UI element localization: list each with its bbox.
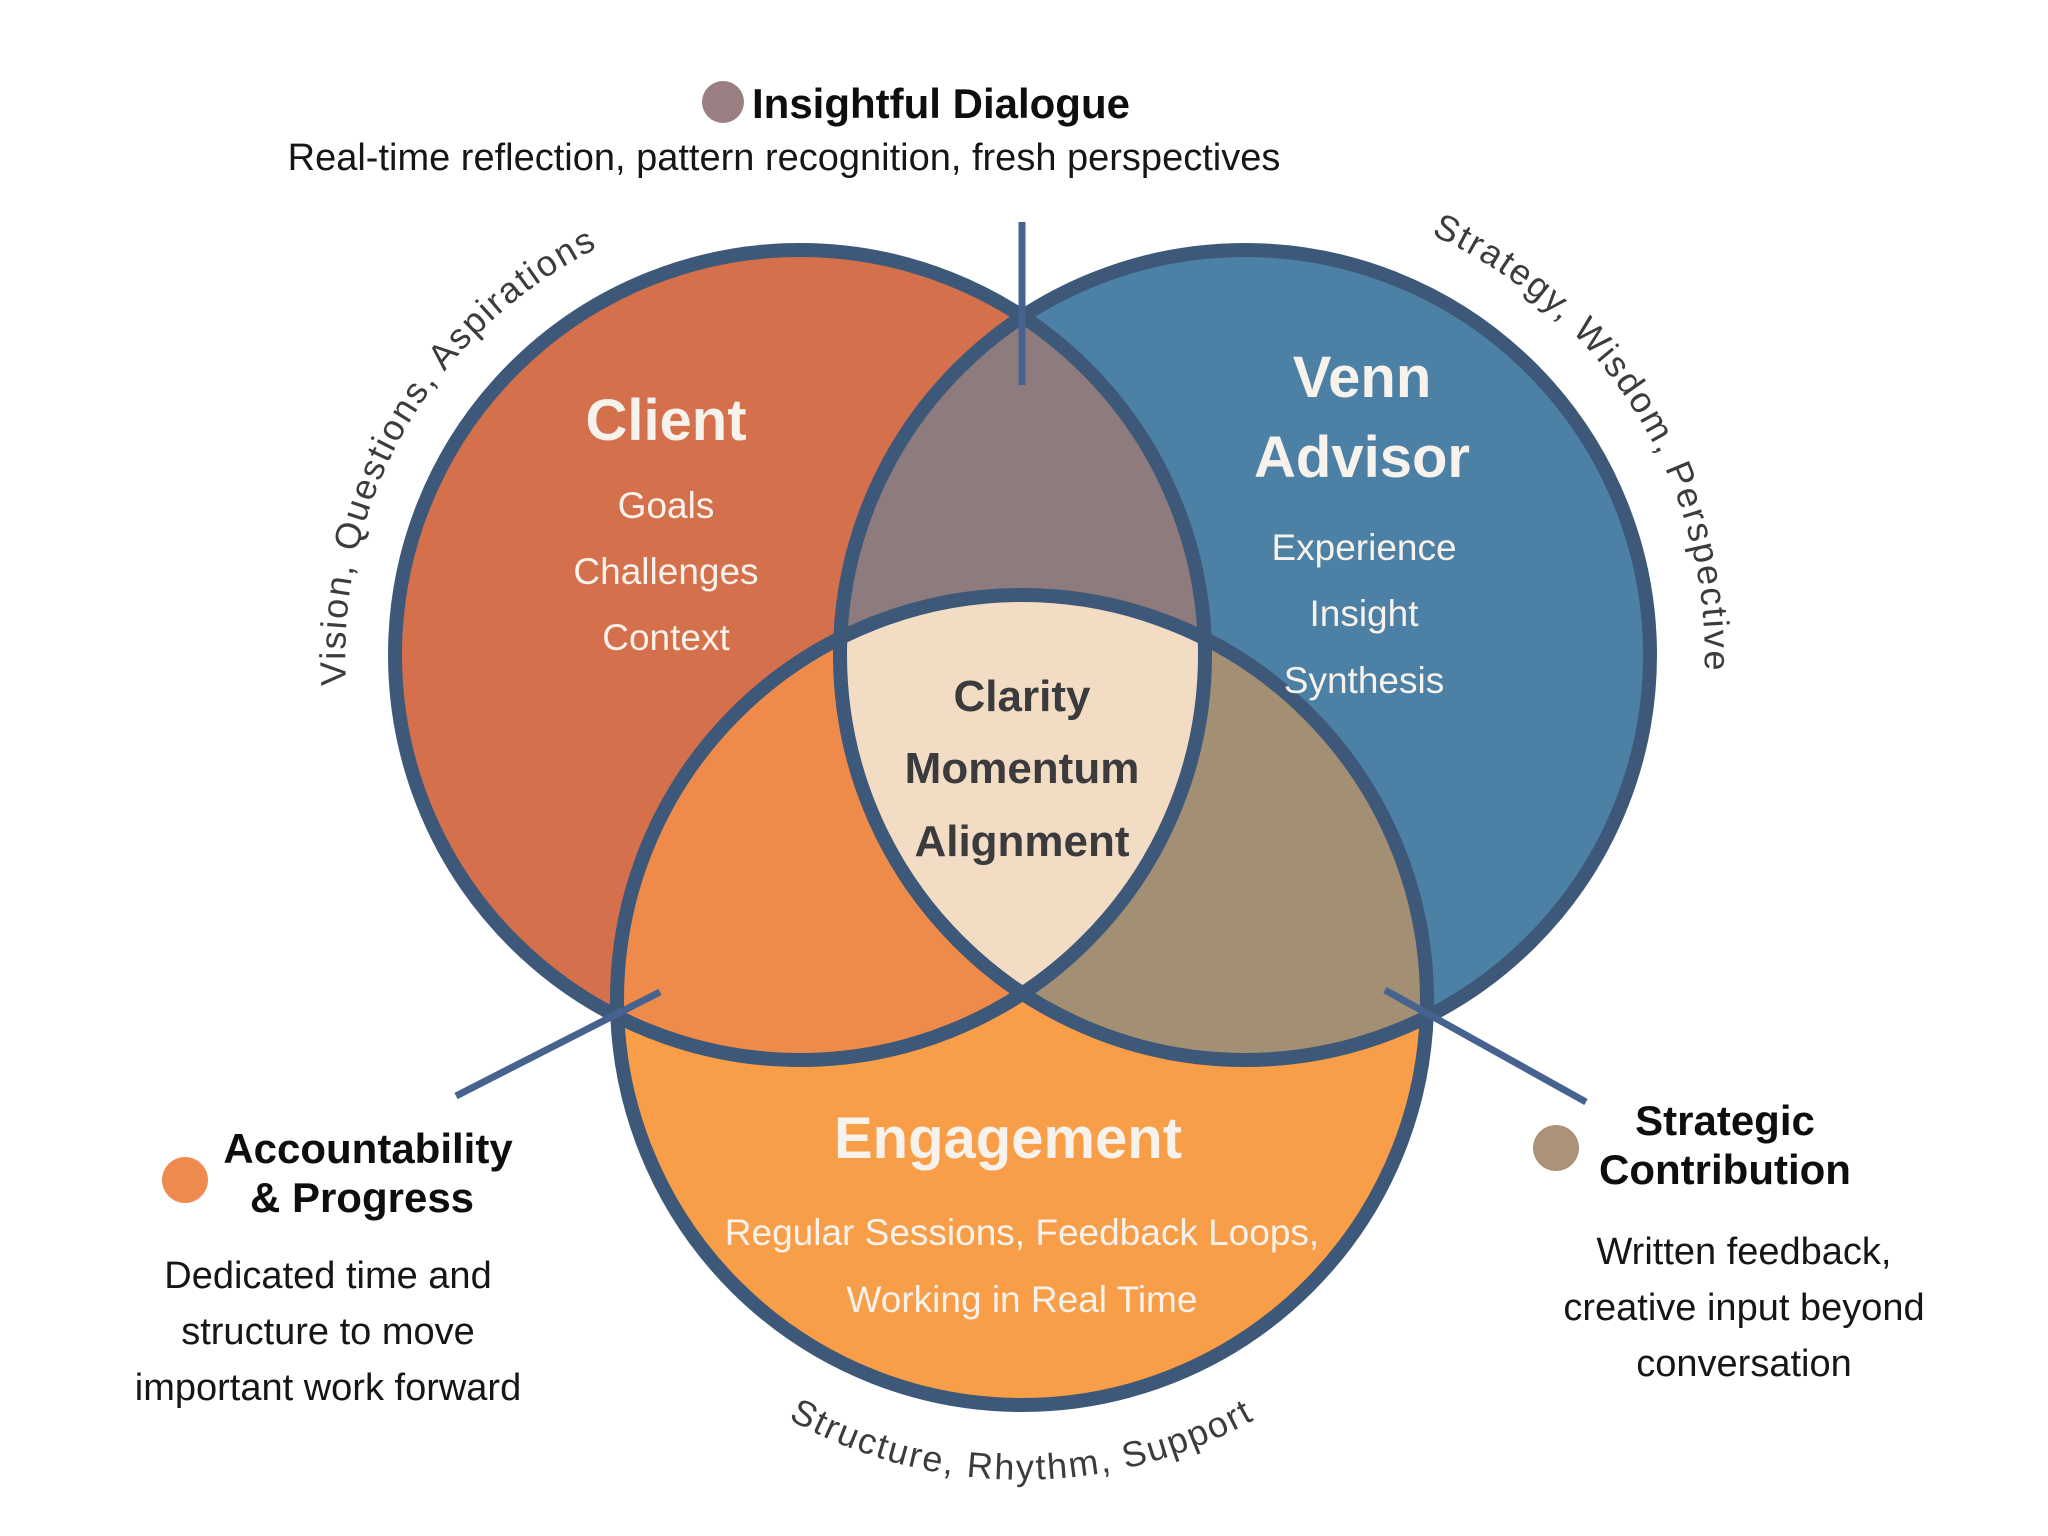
strategic-contribution-dot bbox=[1533, 1125, 1579, 1171]
advisor-item: Synthesis bbox=[1284, 660, 1444, 701]
engagement-item: Working in Real Time bbox=[847, 1279, 1198, 1320]
accountability-progress-description: Dedicated time and bbox=[164, 1255, 491, 1297]
strategic-contribution-description: conversation bbox=[1636, 1343, 1851, 1385]
strategic-contribution-label-line1: Strategic bbox=[1635, 1097, 1815, 1144]
accountability-progress-label-line2: & Progress bbox=[250, 1174, 474, 1221]
advisor-title-line2: Advisor bbox=[1254, 425, 1470, 490]
accountability-progress-dot bbox=[162, 1157, 208, 1203]
client-item: Goals bbox=[618, 485, 715, 526]
right-leader-line bbox=[1383, 986, 1588, 1106]
strategic-contribution-description: Written feedback, bbox=[1596, 1231, 1891, 1273]
center-item: Clarity bbox=[954, 672, 1091, 721]
insightful-dialogue-dot bbox=[702, 81, 744, 123]
engagement-item: Regular Sessions, Feedback Loops, bbox=[725, 1212, 1319, 1253]
engagement-title: Engagement bbox=[834, 1106, 1182, 1171]
accountability-progress-description: structure to move bbox=[181, 1311, 475, 1353]
strategic-contribution-label-line2: Contribution bbox=[1599, 1146, 1851, 1193]
advisor-circle-outline bbox=[833, 243, 1657, 1067]
center-item: Momentum bbox=[905, 744, 1140, 793]
advisor-item: Insight bbox=[1309, 593, 1419, 634]
client-item: Challenges bbox=[573, 551, 758, 592]
left-leader-line bbox=[454, 988, 662, 1100]
accountability-progress-description: important work forward bbox=[135, 1367, 521, 1409]
insightful-dialogue-label: Insightful Dialogue bbox=[752, 80, 1130, 127]
client-item: Context bbox=[602, 617, 730, 658]
advisor-item: Experience bbox=[1271, 527, 1456, 568]
advisor-title-line1: Venn bbox=[1293, 345, 1432, 410]
client-circle-outline bbox=[388, 243, 1212, 1067]
client-title: Client bbox=[585, 388, 746, 453]
engagement-circle-outline bbox=[610, 588, 1434, 1412]
accountability-progress-label-line1: Accountability bbox=[223, 1125, 513, 1172]
center-item: Alignment bbox=[914, 817, 1129, 866]
strategic-contribution-description: creative input beyond bbox=[1563, 1287, 1924, 1329]
insightful-dialogue-description: Real-time reflection, pattern recognitio… bbox=[288, 137, 1281, 179]
